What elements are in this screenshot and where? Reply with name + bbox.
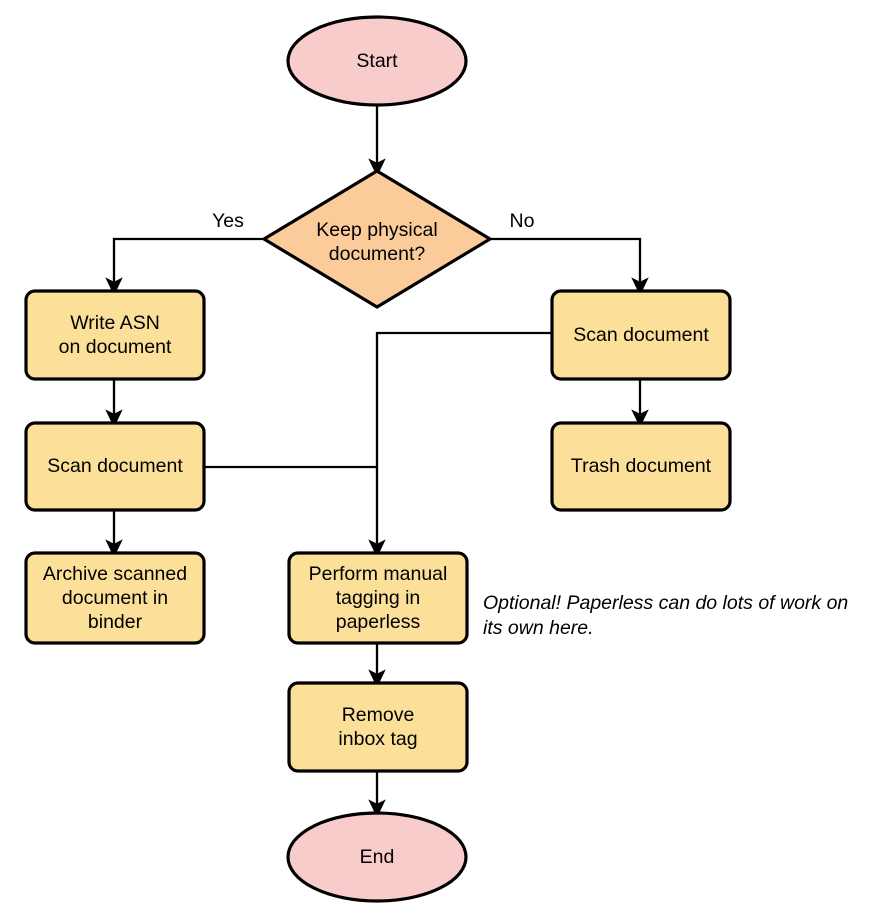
note-line1: Optional! Paperless can do lots of work … xyxy=(483,592,848,614)
node-end[interactable]: End xyxy=(286,811,468,903)
trash-label: Trash document xyxy=(571,455,712,477)
edge-decision-yes-to-write-asn xyxy=(105,237,264,296)
archive-label-line2: document in xyxy=(62,587,168,609)
scan-left-label: Scan document xyxy=(47,455,183,477)
edge-scan-right-to-tagging xyxy=(368,331,552,558)
decision-diamond-shape xyxy=(262,169,492,309)
archive-label-line1: Archive scanned xyxy=(43,563,187,585)
node-archive-scanned-document[interactable]: Archive scanned document in binder xyxy=(24,551,206,645)
decision-label-line2: document? xyxy=(329,243,426,265)
node-write-asn-on-document[interactable]: Write ASN on document xyxy=(24,289,206,381)
edge-decision-no-to-scan-right xyxy=(490,237,649,296)
end-ellipse-shape xyxy=(286,811,468,903)
decision-label-line1: Keep physical xyxy=(316,219,437,241)
archive-label-line3: binder xyxy=(88,611,143,633)
node-trash-document[interactable]: Trash document xyxy=(550,421,732,512)
annotation-note: Optional! Paperless can do lots of work … xyxy=(483,592,848,639)
remove-inbox-box-shape xyxy=(287,681,469,773)
node-start[interactable]: Start xyxy=(286,15,468,107)
node-remove-inbox-tag[interactable]: Remove inbox tag xyxy=(287,681,469,773)
end-label: End xyxy=(360,846,395,868)
start-ellipse-shape xyxy=(286,15,468,107)
tagging-label-line1: Perform manual xyxy=(309,563,448,585)
write-asn-label-line1: Write ASN xyxy=(70,312,160,334)
tagging-box-shape xyxy=(287,551,469,645)
node-perform-manual-tagging[interactable]: Perform manual tagging in paperless xyxy=(287,551,469,645)
archive-box-shape xyxy=(24,551,206,645)
scan-right-box-shape xyxy=(550,289,732,381)
node-decision-keep-physical-document[interactable]: Keep physical document? xyxy=(262,169,492,309)
edge-label-yes: Yes xyxy=(212,210,244,232)
node-layer: Start Keep physical document? Write ASN … xyxy=(24,15,732,903)
scan-right-label: Scan document xyxy=(573,324,709,346)
node-scan-document-right[interactable]: Scan document xyxy=(550,289,732,381)
tagging-label-line2: tagging in xyxy=(336,587,421,609)
remove-inbox-label-line2: inbox tag xyxy=(338,728,417,750)
edge-label-no: No xyxy=(510,210,535,232)
edge-layer xyxy=(105,105,649,818)
write-asn-box-shape xyxy=(24,289,206,381)
tagging-label-line3: paperless xyxy=(336,611,421,633)
scan-left-box-shape xyxy=(24,421,206,512)
node-scan-document-left[interactable]: Scan document xyxy=(24,421,206,512)
write-asn-label-line2: on document xyxy=(59,336,172,358)
start-label: Start xyxy=(356,50,398,72)
note-line2: its own here. xyxy=(483,617,594,639)
remove-inbox-label-line1: Remove xyxy=(342,704,415,726)
edge-label-layer: Yes No xyxy=(212,210,535,232)
trash-box-shape xyxy=(550,421,732,512)
